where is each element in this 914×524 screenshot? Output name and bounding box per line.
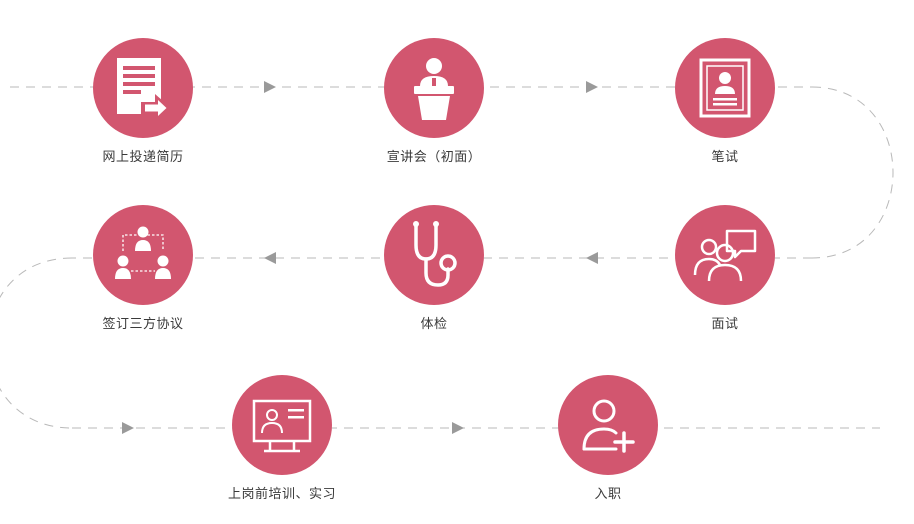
add-user-icon [558, 375, 658, 475]
step-label: 宣讲会（初面） [386, 150, 482, 165]
step-label: 签订三方协议 [102, 317, 184, 332]
step-label: 网上投递简历 [102, 150, 184, 165]
step-circle [675, 205, 775, 305]
step-circle [384, 205, 484, 305]
step-label: 笔试 [711, 150, 739, 165]
arrow-right-3 [122, 422, 134, 434]
step-circle [93, 205, 193, 305]
step-label: 体检 [420, 317, 448, 332]
arrow-right-4 [452, 422, 464, 434]
step-label: 面试 [711, 317, 739, 332]
resume-submit-icon [93, 38, 193, 138]
step-circle [558, 375, 658, 475]
three-party-agreement-icon [93, 205, 193, 305]
step-circle [232, 375, 332, 475]
step-circle [675, 38, 775, 138]
step-circle [384, 38, 484, 138]
interview-chat-icon [675, 205, 775, 305]
arrow-right-2 [586, 81, 598, 93]
connector-curve-left [0, 257, 73, 429]
connector-curve-right [811, 86, 894, 259]
id-document-icon [675, 38, 775, 138]
arrow-left-1 [586, 252, 598, 264]
step-circle [93, 38, 193, 138]
arrow-right-1 [264, 81, 276, 93]
podium-speaker-icon [384, 38, 484, 138]
arrow-left-2 [264, 252, 276, 264]
step-label: 上岗前培训、实习 [227, 487, 336, 502]
stethoscope-icon [384, 205, 484, 305]
step-label: 入职 [594, 487, 622, 502]
training-board-icon [232, 375, 332, 475]
